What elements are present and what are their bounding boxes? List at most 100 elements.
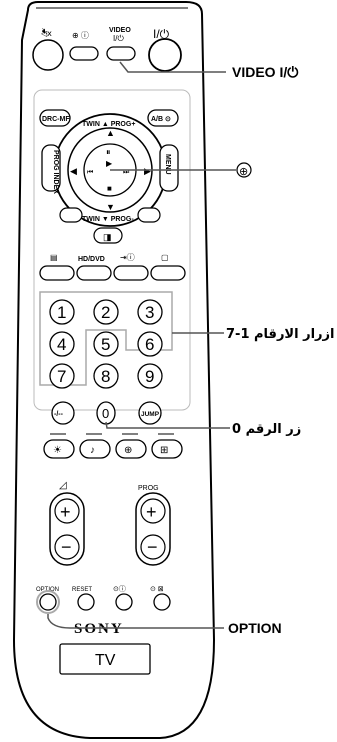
tv-label: TV [95, 652, 116, 669]
digit-5-button[interactable] [93, 331, 119, 357]
video-small-sym: I/⏻ [113, 34, 124, 43]
digit-9-button[interactable] [137, 363, 163, 389]
mute-button[interactable] [32, 39, 64, 71]
digit-6-button[interactable] [137, 331, 163, 357]
digit-3-button[interactable] [137, 299, 163, 325]
center-symbol: ⊕ [239, 166, 248, 178]
keypad: 1 2 3 4 5 6 7 8 9 [49, 299, 163, 389]
power-button[interactable] [148, 38, 182, 72]
speaker-mute-icon: 🔇︎ [42, 26, 48, 36]
prog-label: PROG [138, 485, 159, 492]
reset-button[interactable] [77, 593, 95, 611]
digit-3-label: 3 [145, 303, 154, 322]
clock-info-icon: ⊙ⓘ [113, 585, 126, 593]
option-highlight-ring [36, 590, 60, 614]
volume-up-button[interactable] [54, 498, 80, 524]
digit-4-label: 4 [57, 335, 66, 354]
prog-plus-icon: + [146, 502, 157, 522]
info-button[interactable] [69, 46, 99, 61]
stop-icon: ■ [107, 184, 112, 193]
tv-button[interactable] [59, 643, 151, 675]
pause-icon: ⏸︎ [106, 147, 111, 157]
digit-8-label: 8 [101, 367, 110, 386]
teletext-icon: ▤ [50, 253, 58, 262]
dpad-up-arrow-icon: ▲ [106, 128, 115, 138]
prev-icon: ⏮︎ [87, 169, 93, 176]
center-screen-button[interactable] [93, 227, 123, 244]
volume-icon: ◿ [59, 480, 67, 491]
sound-mode-icon: ♪ [90, 445, 95, 456]
digit-2-label: 2 [101, 303, 110, 322]
power-label: I/⏻ [153, 27, 170, 41]
dpad-left-arrow-icon: ◀ [70, 166, 77, 176]
dash-button[interactable] [51, 401, 75, 425]
surround-button[interactable] [115, 439, 147, 459]
dpad-right-arrow-icon: ▶ [144, 166, 151, 176]
digit-6-label: 6 [145, 335, 154, 354]
ab-button[interactable] [147, 109, 179, 127]
jump-label: JUMP [141, 411, 160, 418]
screen-format-button[interactable] [151, 439, 183, 459]
jump-button[interactable] [138, 401, 162, 425]
reset-small-label: RESET [72, 587, 92, 593]
digit-2-button[interactable] [93, 299, 119, 325]
digit-7-label: 7 [57, 367, 66, 386]
screen-split-icon: ◨ [103, 232, 112, 242]
drc-mf-button[interactable] [39, 109, 71, 127]
prog-down-button[interactable] [140, 534, 166, 560]
picture-mode-icon: ☀︎ [53, 445, 62, 456]
menu-label: MENU [164, 154, 171, 175]
volume-down-button[interactable] [54, 534, 80, 560]
digits-1-7-callout: ازرار الارقام 1-7 [226, 327, 334, 342]
color-button-1[interactable] [39, 265, 75, 281]
timer-cancel-icon: ⊙ ⊠ [150, 586, 164, 593]
screen-format-icon: ⊞ [160, 445, 168, 456]
picture-mode-button[interactable] [43, 439, 75, 459]
option-button[interactable] [39, 593, 57, 611]
prog-index-button[interactable] [41, 144, 61, 192]
mute-icon-glyph: ◁ⅹ [41, 29, 52, 38]
prog-index-label: PROG INDEX [52, 150, 59, 194]
dash-label: -/-- [54, 411, 64, 418]
right-screen-button[interactable] [137, 207, 161, 223]
clock-button[interactable] [115, 593, 133, 611]
video-small-label: VIDEO [109, 27, 131, 34]
prog-up-button[interactable] [140, 498, 166, 524]
digit-1-button[interactable] [49, 299, 75, 325]
timer-button[interactable] [153, 593, 171, 611]
center-circle-callout-icon [236, 162, 252, 178]
digit-5-label: 5 [101, 335, 110, 354]
video-callout: VIDEO I/⏻ [232, 64, 298, 80]
digit-0-label: 0 [102, 406, 109, 421]
dpad-down-arrow-icon: ▼ [106, 202, 115, 212]
twin-prog-bottom-label: TWIN ▼ PROG- [82, 216, 134, 223]
option-small-label: OPTION [36, 587, 59, 593]
digit-8-button[interactable] [93, 363, 119, 389]
video-power-button[interactable] [106, 46, 136, 61]
hd-dvd-label: HD/DVD [78, 256, 105, 263]
color-button-4[interactable] [150, 265, 186, 281]
brand-logo: SONY [74, 621, 124, 637]
digit-0-callout: زر الرقم 0 [232, 422, 301, 437]
digit-7-button[interactable] [49, 363, 75, 389]
ab-label: A/B ⊙ [151, 116, 171, 123]
option-callout: OPTION [228, 620, 282, 636]
play-icon: ▶︎ [106, 159, 113, 168]
color-button-3[interactable] [113, 265, 149, 281]
drc-mf-label: DRC-MF [42, 116, 70, 123]
next-icon: ⏭︎ [123, 169, 130, 176]
info-icon: ⊕ ⓘ [72, 31, 89, 40]
digit-4-button[interactable] [49, 331, 75, 357]
prog-minus-icon: − [147, 537, 158, 557]
left-screen-button[interactable] [59, 207, 83, 223]
digit-1-label: 1 [57, 303, 66, 322]
sound-mode-button[interactable] [79, 439, 111, 459]
digit-9-label: 9 [145, 367, 154, 386]
color-button-2[interactable] [76, 265, 112, 281]
menu-button[interactable] [159, 144, 179, 192]
plus-icon: + [60, 502, 71, 522]
minus-icon: − [61, 537, 72, 557]
input-icon: ⇥ⓘ [120, 253, 135, 262]
twin-prog-top-label: TWIN ▲ PROG+ [82, 121, 135, 128]
